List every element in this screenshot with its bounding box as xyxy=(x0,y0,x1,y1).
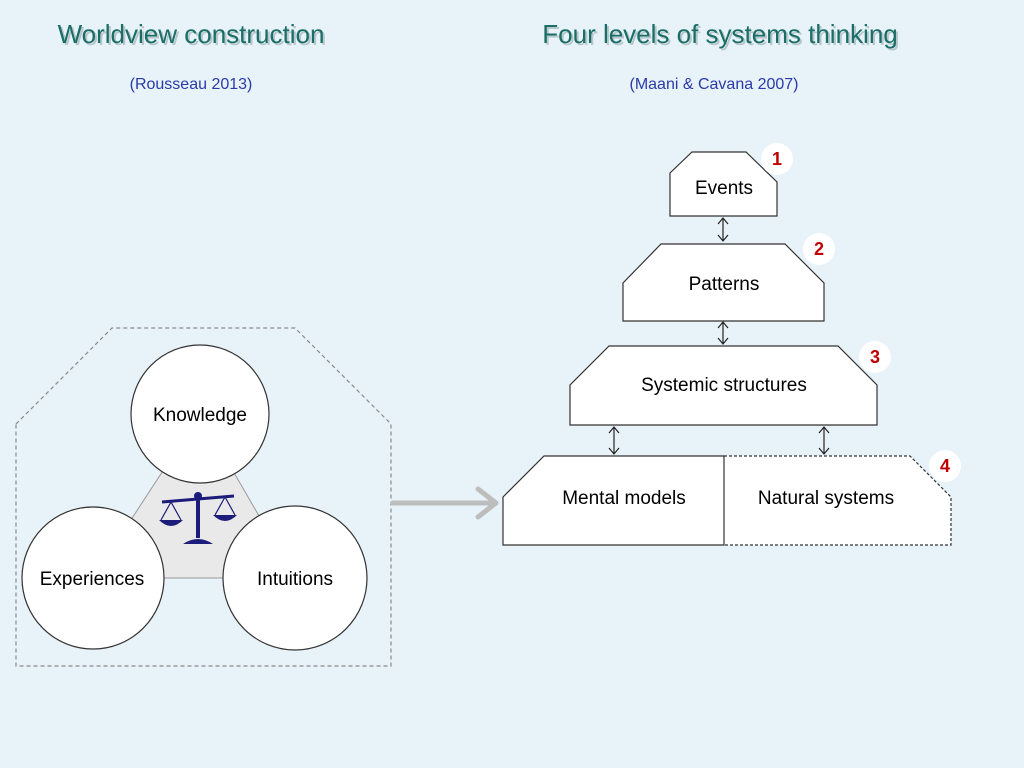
level-number-4: 4 xyxy=(940,456,950,476)
events-box xyxy=(669,151,778,217)
arrow-right-icon xyxy=(390,486,499,520)
double-arrow-icon xyxy=(818,426,830,455)
natural-systems-box xyxy=(724,455,952,546)
left-panel-title: Worldview construction xyxy=(58,19,325,49)
worldview-frame xyxy=(15,327,392,667)
knowledge-circle xyxy=(130,344,270,484)
intuitions-circle xyxy=(222,505,368,651)
left-panel-citation: (Rousseau 2013) xyxy=(130,76,253,93)
right-panel: Four levels of systems thinking Four lev… xyxy=(502,19,961,546)
knowledge-label: Knowledge xyxy=(153,405,247,426)
left-panel: Worldview construction Worldview constru… xyxy=(15,19,392,667)
right-panel-citation: (Maani & Cavana 2007) xyxy=(630,76,799,93)
experiences-circle xyxy=(21,506,165,650)
right-panel-title: Four levels of systems thinking xyxy=(542,19,897,49)
double-arrow-icon xyxy=(717,217,729,242)
svg-text:Worldview construction: Worldview construction xyxy=(60,21,327,51)
patterns-label: Patterns xyxy=(689,274,760,295)
level-number-1: 1 xyxy=(772,149,782,169)
level-badge-bg xyxy=(803,233,835,265)
mental-models-label: Mental models xyxy=(562,488,686,509)
level-number-2: 2 xyxy=(814,239,824,259)
intuitions-label: Intuitions xyxy=(257,569,333,590)
level-badge-bg xyxy=(761,143,793,175)
double-arrow-icon xyxy=(608,426,620,455)
events-label: Events xyxy=(695,178,753,199)
balance-scale-icon xyxy=(159,492,237,544)
level-badge-bg xyxy=(929,450,961,482)
double-arrow-icon xyxy=(717,321,729,345)
patterns-box xyxy=(622,243,825,322)
svg-text:Four levels of systems thinkin: Four levels of systems thinking xyxy=(544,21,899,51)
level-badge-bg xyxy=(859,341,891,373)
systemic-structures-label: Systemic structures xyxy=(641,375,807,396)
systemic-structures-box xyxy=(569,345,878,426)
level-number-3: 3 xyxy=(870,347,880,367)
mental-models-box xyxy=(502,455,725,546)
natural-systems-label: Natural systems xyxy=(758,488,894,509)
experiences-label: Experiences xyxy=(40,569,145,590)
